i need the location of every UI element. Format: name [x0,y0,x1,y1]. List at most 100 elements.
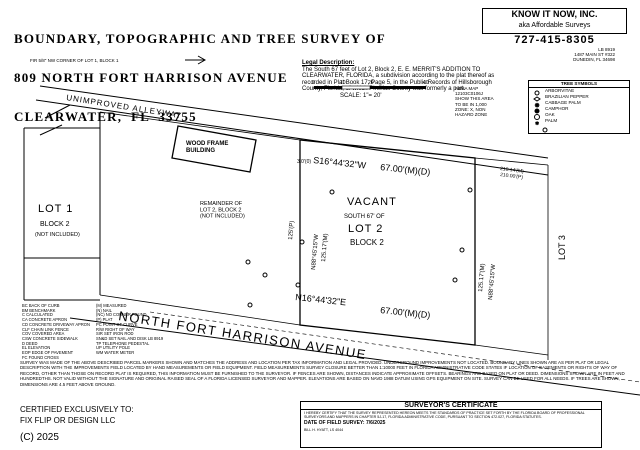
legend-item: COV COVERED AREA [22,331,65,337]
tree-symbol-item: BRAZILIAN PEPPER [545,94,589,99]
legend-item: R/W RIGHT OF WAY [96,326,135,332]
legend-item: (M) MEASURED [96,303,127,308]
firm-address-1: 1487 MAIN ST #322 [574,52,615,57]
fema-line: 12103C0106J [455,91,484,97]
setback-label: 3.0'(0) [297,159,311,165]
legend-item: CA CONCRETE APRON [22,317,68,323]
fema-line: ZONE: X, NON [455,106,486,112]
legal-text: The South 67 feet of Lot 2, Block 2, E. … [302,66,495,93]
legend-item: CLF CHAIN LINK FENCE [22,326,69,332]
south-distance: 67.00'(M)(D) [380,305,431,320]
legend-item: FC FOUND CROSS [22,354,59,360]
certified-heading: CERTIFIED EXCLUSIVELY TO: [20,405,134,414]
surveyor-heading: SURVEYOR'S CERTIFICATE [301,402,601,410]
legend-item: CSW CONCRETE SIDEWALK [22,335,78,341]
lot-lines [23,112,101,301]
certified-block: CERTIFIED EXCLUSIVELY TO: FIX FLIP OR DE… [20,404,134,426]
legend-item: WM WATER METER [96,350,135,356]
vacant-label: VACANT [347,196,397,208]
alleyway-lines [35,85,549,176]
north-distance: 67.00'(M)(D) [380,162,431,177]
surveyor-date: DATE OF FIELD SURVEY: 7/6/2025 [304,420,386,427]
west-dimension: N88°45'15"W [311,234,320,270]
title-line-2: 809 NORTH FORT HARRISON AVENUE [14,70,288,85]
lot-2-label: LOT 2 [348,223,383,235]
scale-tick: 40 [423,80,429,86]
adjacent-lot-lines [99,111,549,360]
surveyor-signed: BILL H. HYATT, LS 4044 [304,427,344,432]
lot-3-label: LOT 3 [557,235,567,260]
legend-item: EL ELEVATION [22,345,51,351]
north-arrow-icon [185,55,207,65]
abbreviation-legend-2: (M) MEASURED (N) NAIL (NC) NO CORNER FOU… [96,303,216,356]
legend-item: C CALCULATED [22,312,53,318]
legend-item: PC POINT OF CURVE [96,321,138,327]
scale-tick: 10 [340,80,346,86]
tree-symbol-markers: ✳ ✶ [533,90,541,128]
firm-box: KNOW IT NOW, INC. aka Affordable Surveys [482,8,627,34]
title-line-1: BOUNDARY, TOPOGRAPHIC AND TREE SURVEY OF [14,31,386,46]
tree-symbols-heading: TREE SYMBOLS [529,81,629,88]
fema-line: TO BE IN 1,000 [455,101,487,107]
lot-1-block: BLOCK 2 [40,221,70,228]
top-distance-m: 210.14'(M) [500,166,525,175]
west-distance: 125.17'(M) [321,233,329,262]
south-67-label: SOUTH 67' OF [344,214,385,220]
tree-symbol-item: OAK [545,112,555,117]
abbreviation-legend-1: BC BACK OF CURB BM BENCHMARK C CALCULATE… [22,303,202,360]
scale-bar: 0 10 20 40 SCALE: 1"= 20' [312,80,429,99]
survey-notes: SURVEY WAS MADE OF THE ABOVE DESCRIBED P… [20,360,625,387]
tree-symbol-item: CABBAGE PALM [545,100,581,105]
firm-phone: 727-415-8305 [514,34,595,46]
fir-note: FIR 5/8" NW CORNER OF LOT 1, BLOCK 1 [30,58,119,63]
tree-symbol-item: ARBORVITAE [545,88,575,93]
surveyor-text: I HEREBY CERTIFY THAT THE SURVEY REPRESE… [304,411,585,420]
legend-item: (NC) NO CORNER FOUND [96,312,147,318]
legal-heading: Legal Description: [302,60,355,66]
legend-item: UP UTILITY POLE [96,345,130,351]
tree-symbol-item: PALM [545,118,558,123]
fema-info: FEMA MAP 12103C0106J SHOW THIS AREA TO B… [455,86,525,117]
east-distance: 125.17'(M) [478,263,486,292]
fema-line: HAZARD ZONE [455,112,488,118]
fema-line: SHOW THIS AREA [455,96,494,102]
scale-tick: 20 [368,80,374,86]
tree-markers [245,127,548,308]
legend-item: D DEED [22,340,38,346]
fema-line: FEMA MAP [455,86,479,91]
svg-text:✶: ✶ [535,121,539,127]
tree-symbol-item: CAMPHOR [545,106,569,111]
copyright: (C) 2025 [20,432,59,443]
surveyor-certificate: SURVEYOR'S CERTIFICATE I HEREBY CERTIFY … [300,401,602,448]
legend-item: SIR SET IRON ROD [96,331,134,337]
legend-item: (N) NAIL [96,307,112,313]
legal-description: Legal Description: The South 67 feet of … [302,60,512,93]
street-lines [69,311,640,396]
tree-symbols-legend: TREE SYMBOLS ARBORVITAE BRAZILIAN PEPPER… [528,80,630,134]
west-plat-distance: 125'(P) [288,221,296,241]
firm-name: KNOW IT NOW, INC. [511,9,598,19]
firm-address-2: DUNEDIN, FL 34698 [573,57,615,62]
scale-label: SCALE: 1"= 20' [340,93,381,99]
block-2-label: BLOCK 2 [350,238,384,247]
top-distance-p: 210.00'(P) [500,172,524,181]
firm-tagline: aka Affordable Surveys [518,22,591,29]
firm-license: LB 8919 [598,47,615,52]
legend-item: BC BACK OF CURB [22,303,60,308]
east-dimension: N88°45'15"W [488,264,497,300]
legend-item: (P) PLAT [96,317,113,323]
certified-to: FIX FLIP OR DESIGN LLC [20,416,116,425]
legend-item: TP TELEPHONE PEDESTAL [96,340,150,346]
south-bearing: N16°44'32"E [295,292,347,307]
firm-address: LB 8919 1487 MAIN ST #322 DUNEDIN, FL 34… [485,47,615,62]
north-bearing: S16°44'32"W [313,155,367,171]
legend-item: CD CONCRETE DRIVEWAY APRON [22,321,90,327]
legend-item: SN&D SET NAIL AND DISK LB 8919 [96,335,164,341]
svg-text:✳: ✳ [535,103,539,109]
legend-item: EOP EDGE OF PAVEMENT [22,350,74,356]
lot-1-label: LOT 1 [38,203,73,215]
scale-tick: 0 [312,80,315,86]
